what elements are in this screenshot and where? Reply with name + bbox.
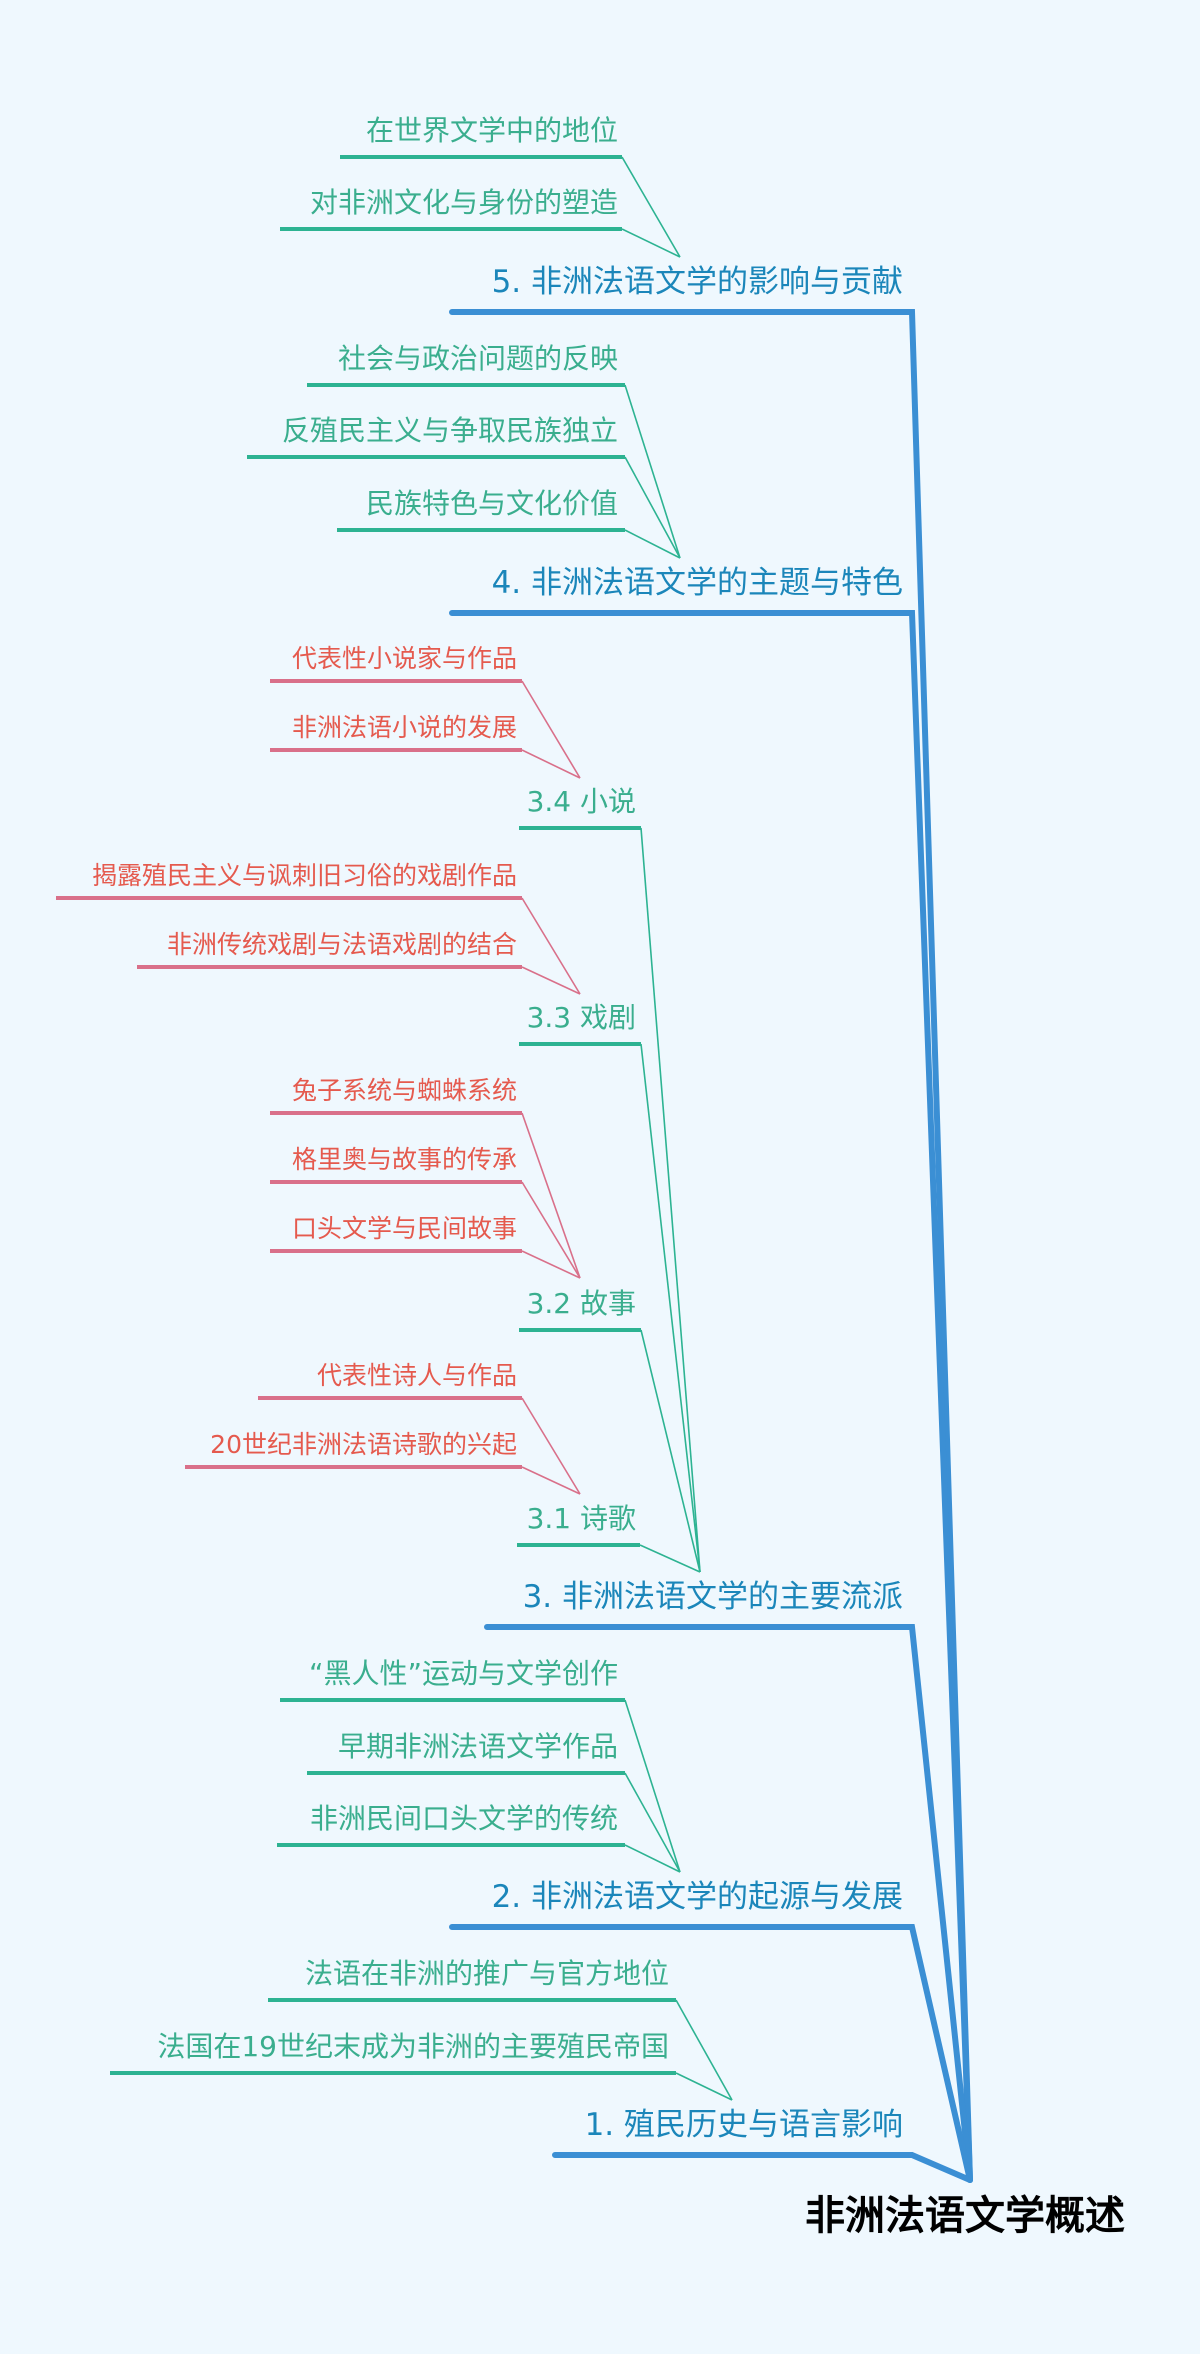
subtopic-4-1[interactable]: 社会与政治问题的反映 [337,342,618,375]
topic-branch-3[interactable]: 3. 非洲法语文学的主要流派 [522,1579,903,1615]
root-topic[interactable]: 非洲法语文学概述 [805,2193,1125,2239]
leaf-3-1-1[interactable]: 代表性诗人与作品 [316,1361,517,1390]
branch-2-connectors [277,1698,681,1873]
subtopic-3-4[interactable]: 3.4 小说 [526,785,636,818]
subtopic-2-3[interactable]: 非洲民间口头文学的传统 [309,1802,618,1835]
topic-branch-2[interactable]: 2. 非洲法语文学的起源与发展 [491,1879,903,1915]
branch-5-connectors [280,155,681,258]
branch-1-connectors [110,1998,733,2101]
leaf-3-4-1[interactable]: 代表性小说家与作品 [291,644,517,673]
subtopic-1-2[interactable]: 法国在19世纪末成为非洲的主要殖民帝国 [157,2030,669,2063]
leaf-3-3-2[interactable]: 非洲传统戏剧与法语戏剧的结合 [166,930,517,959]
subtopic-4-2[interactable]: 反殖民主义与争取民族独立 [281,414,618,447]
branch-3-2-connectors [270,1111,581,1279]
leaf-3-2-1[interactable]: 兔子系统与蜘蛛系统 [291,1076,517,1105]
topic-branch-5[interactable]: 5. 非洲法语文学的影响与贡献 [491,264,903,300]
branch-3-3-connectors [56,896,581,995]
topic-branch-4[interactable]: 4. 非洲法语文学的主题与特色 [491,565,903,601]
subtopic-2-2[interactable]: 早期非洲法语文学作品 [337,1730,618,1763]
subtopic-3-3[interactable]: 3.3 戏剧 [526,1001,636,1034]
leaf-3-2-2[interactable]: 格里奥与故事的传承 [291,1145,517,1174]
subtopic-2-1[interactable]: “黑人性”运动与文学创作 [308,1657,618,1690]
topic-branch-1[interactable]: 1. 殖民历史与语言影响 [584,2107,903,2143]
leaf-3-1-2[interactable]: 20世纪非洲法语诗歌的兴起 [210,1430,517,1459]
branch-4-connectors [247,383,681,559]
subtopic-4-3[interactable]: 民族特色与文化价值 [365,487,618,520]
subtopic-3-2[interactable]: 3.2 故事 [526,1287,636,1320]
subtopic-1-1[interactable]: 法语在非洲的推广与官方地位 [304,1957,669,1990]
trunk-connectors [449,309,973,2183]
leaf-3-3-1[interactable]: 揭露殖民主义与讽刺旧习俗的戏剧作品 [91,861,517,890]
subtopic-3-1[interactable]: 3.1 诗歌 [526,1502,636,1535]
branch-3-connectors [517,826,701,1573]
subtopic-5-2[interactable]: 对非洲文化与身份的塑造 [309,186,618,219]
leaf-3-4-2[interactable]: 非洲法语小说的发展 [291,713,517,742]
branch-3-4-connectors [270,679,581,779]
leaf-3-2-3[interactable]: 口头文学与民间故事 [291,1214,517,1243]
subtopic-5-1[interactable]: 在世界文学中的地位 [365,114,618,147]
branch-3-1-connectors [185,1396,581,1495]
